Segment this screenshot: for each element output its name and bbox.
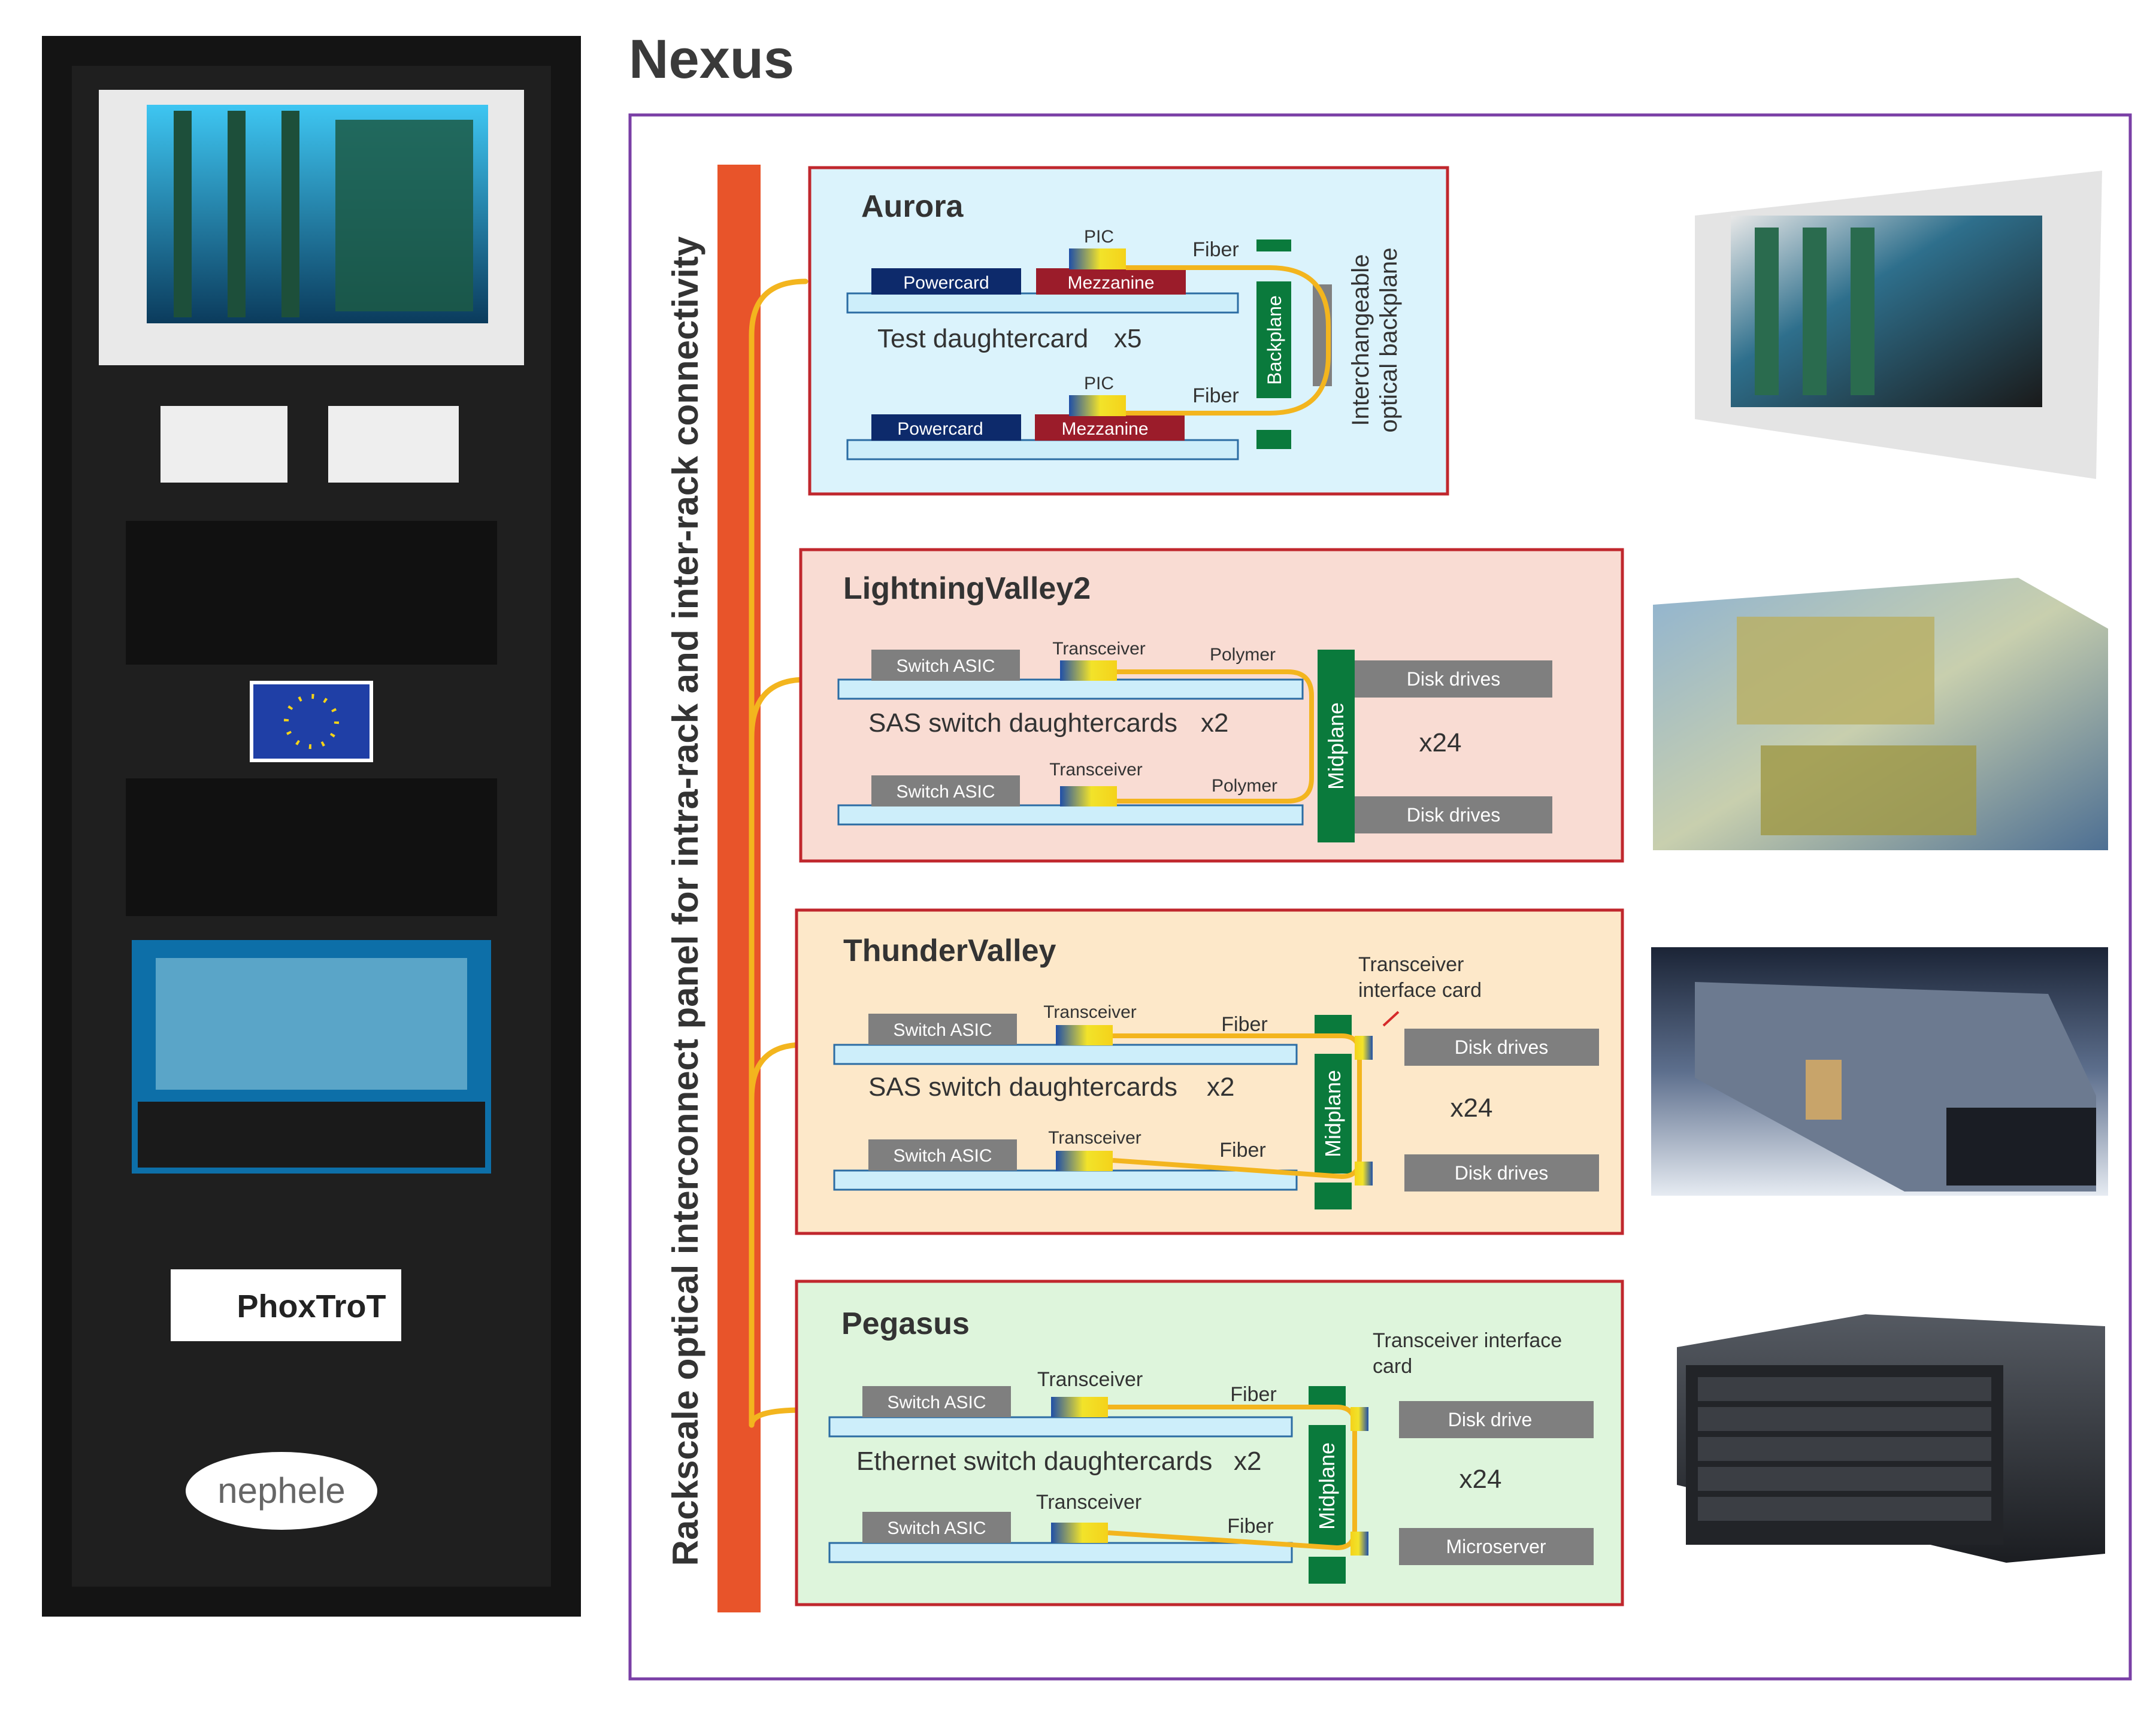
svg-text:optical backplane: optical backplane	[1376, 247, 1402, 432]
svg-text:Disk drives: Disk drives	[1455, 1036, 1548, 1058]
svg-text:Fiber: Fiber	[1192, 238, 1239, 261]
svg-text:Backplane: Backplane	[1264, 295, 1285, 384]
svg-text:Mezzanine: Mezzanine	[1061, 419, 1148, 439]
svg-text:x24: x24	[1459, 1465, 1502, 1494]
panel-fiber-links	[749, 278, 808, 1428]
powercard-block	[871, 268, 1021, 295]
svg-text:PIC: PIC	[1084, 227, 1114, 247]
svg-text:Midplane: Midplane	[1324, 702, 1348, 790]
svg-text:Disk drives: Disk drives	[1407, 804, 1500, 826]
svg-text:Interchangeable: Interchangeable	[1348, 254, 1374, 426]
svg-text:Powercard: Powercard	[903, 273, 989, 293]
rack-photo: PhoxTroT nephele	[42, 36, 581, 1617]
svg-text:x2: x2	[1207, 1072, 1234, 1102]
svg-text:Transceiver: Transceiver	[1049, 760, 1143, 780]
svg-text:Switch ASIC: Switch ASIC	[887, 1393, 986, 1412]
svg-text:Test daughtercard: Test daughtercard	[877, 324, 1088, 353]
svg-text:Fiber: Fiber	[1192, 384, 1239, 407]
svg-text:Pegasus: Pegasus	[841, 1306, 970, 1341]
svg-text:interface card: interface card	[1358, 979, 1482, 1002]
svg-text:Transceiver: Transceiver	[1048, 1128, 1141, 1148]
svg-text:Fiber: Fiber	[1227, 1515, 1273, 1538]
lightningvalley2-section: LightningValley2 Switch ASIC Switch ASIC…	[799, 548, 1624, 863]
aurora-section: Aurora Powercard Mezzanine PIC Fiber Pow…	[808, 166, 1449, 496]
switch-asic-block	[871, 650, 1020, 681]
svg-text:Fiber: Fiber	[1219, 1139, 1265, 1162]
svg-text:Midplane: Midplane	[1321, 1070, 1345, 1157]
svg-text:x2: x2	[1201, 708, 1228, 738]
nephele-logo: nephele	[186, 1452, 377, 1530]
page-title: Nexus	[629, 29, 794, 90]
svg-text:Aurora: Aurora	[861, 189, 964, 224]
svg-text:Transceiver: Transceiver	[1037, 1368, 1143, 1391]
svg-text:Fiber: Fiber	[1221, 1013, 1267, 1036]
svg-text:ThunderValley: ThunderValley	[843, 933, 1056, 968]
svg-text:x5: x5	[1114, 324, 1141, 353]
svg-text:Midplane: Midplane	[1315, 1442, 1339, 1530]
nexus-frame	[628, 113, 2132, 1681]
midplane-block	[1318, 650, 1355, 842]
thundervalley-section: ThunderValley Switch ASIC Switch ASIC Tr…	[795, 908, 1624, 1235]
svg-text:PhoxTroT: PhoxTroT	[237, 1288, 386, 1324]
svg-text:Powercard: Powercard	[897, 419, 983, 439]
svg-text:Switch ASIC: Switch ASIC	[896, 782, 995, 802]
thundervalley-photo	[1651, 947, 2108, 1196]
rack-disk-shelf	[126, 521, 497, 665]
phoxtrot-logo: PhoxTroT	[171, 1269, 401, 1341]
mezzanine-block	[1036, 268, 1186, 295]
svg-text:Polymer: Polymer	[1210, 645, 1276, 665]
aurora-photo	[1695, 171, 2102, 479]
svg-text:Disk drives: Disk drives	[1455, 1162, 1548, 1184]
svg-text:Switch ASIC: Switch ASIC	[893, 1020, 992, 1040]
svg-text:PIC: PIC	[1084, 374, 1114, 393]
lightningvalley2-photo	[1653, 578, 2108, 850]
svg-text:Transceiver interface: Transceiver interface	[1373, 1329, 1562, 1352]
svg-text:Disk drives: Disk drives	[1407, 668, 1500, 690]
svg-text:x24: x24	[1419, 728, 1462, 757]
svg-text:x2: x2	[1234, 1447, 1261, 1476]
svg-text:Fiber: Fiber	[1230, 1383, 1276, 1406]
svg-text:nephele: nephele	[217, 1471, 346, 1511]
svg-text:Transceiver: Transceiver	[1043, 1002, 1137, 1022]
pic-block	[1069, 248, 1126, 269]
pegasus-photo	[1677, 1314, 2105, 1563]
eu-flag-icon	[250, 681, 373, 762]
svg-text:Transceiver: Transceiver	[1358, 953, 1464, 976]
svg-text:SAS switch daughtercards: SAS switch daughtercards	[868, 1072, 1177, 1102]
disk-drives-block	[1355, 660, 1552, 698]
svg-text:x24: x24	[1451, 1093, 1493, 1123]
svg-text:Transceiver: Transceiver	[1052, 639, 1146, 659]
pegasus-section: Pegasus Switch ASIC Switch ASIC Transcei…	[795, 1280, 1624, 1606]
svg-text:LightningValley2: LightningValley2	[843, 571, 1091, 606]
panel-label: Rackscale optical interconnect panel for…	[665, 236, 705, 1566]
svg-text:Switch ASIC: Switch ASIC	[896, 656, 995, 676]
svg-text:Switch ASIC: Switch ASIC	[887, 1518, 986, 1538]
svg-text:Mezzanine: Mezzanine	[1067, 273, 1154, 293]
svg-text:Switch ASIC: Switch ASIC	[893, 1146, 992, 1166]
backplane-block	[1256, 281, 1291, 398]
svg-text:Ethernet switch daughtercards: Ethernet switch daughtercards	[856, 1447, 1212, 1476]
svg-text:Transceiver: Transceiver	[1036, 1491, 1141, 1514]
svg-text:SAS switch daughtercards: SAS switch daughtercards	[868, 708, 1177, 738]
svg-text:Disk drive: Disk drive	[1448, 1409, 1532, 1430]
svg-text:Microserver: Microserver	[1446, 1536, 1546, 1557]
svg-text:Polymer: Polymer	[1212, 776, 1277, 796]
svg-text:card: card	[1373, 1355, 1412, 1378]
